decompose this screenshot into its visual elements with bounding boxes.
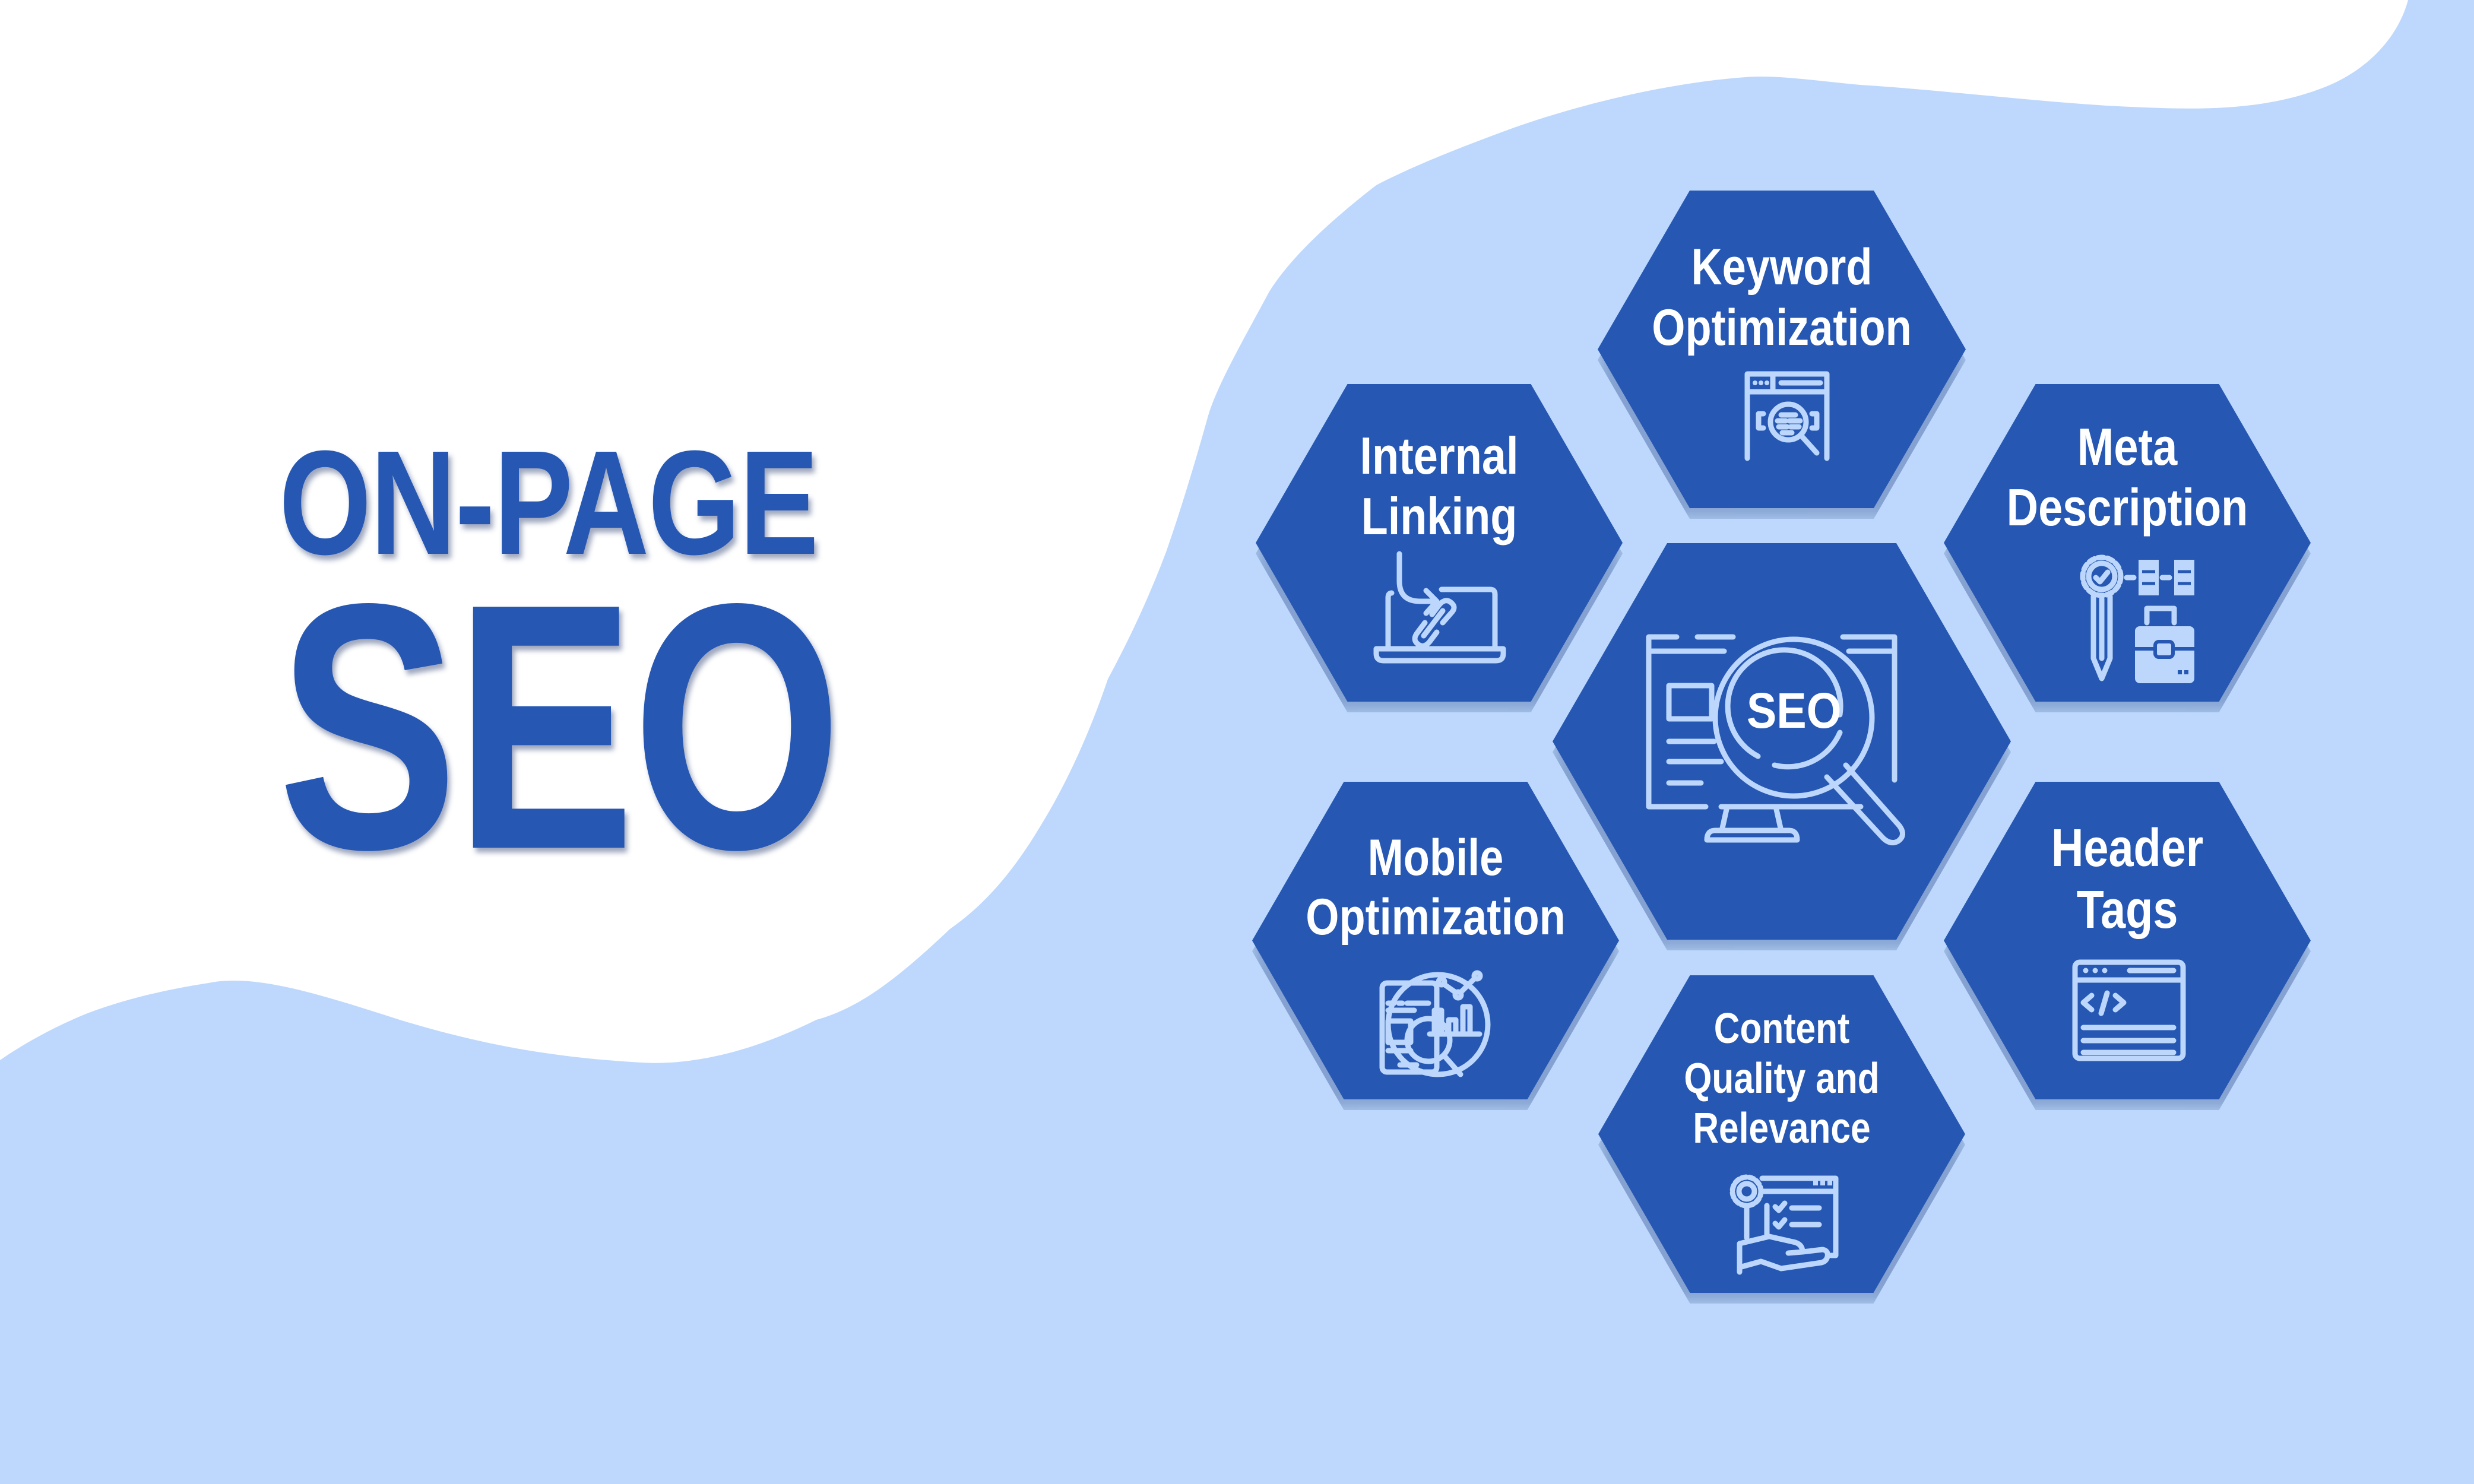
- browser-code-icon: [2072, 959, 2186, 1061]
- center-seo-label: SEO: [1746, 683, 1842, 738]
- hex-center-seo: SEO: [1553, 543, 2011, 950]
- mobile-analytics-icon: [1379, 970, 1491, 1077]
- browser-search-icon: [1744, 371, 1830, 461]
- hex-label: Meta Description: [2006, 417, 2248, 537]
- hex-label: Mobile Optimization: [1306, 829, 1566, 946]
- badge-briefcase-icon: [2079, 551, 2207, 685]
- hex-mobile-optimization: Mobile Optimization: [1252, 782, 1619, 1110]
- hex-label: Internal Linking: [1360, 426, 1519, 546]
- hex-internal-linking: Internal Linking: [1256, 384, 1623, 712]
- hand-gear-checklist-icon: [1729, 1166, 1839, 1275]
- laptop-link-icon: [1373, 551, 1506, 664]
- monitor-magnifier-icon: [1644, 629, 1920, 846]
- hex-shape: [1553, 543, 2011, 940]
- hex-label: Keyword Optimization: [1652, 239, 1912, 356]
- hex-header-tags: Header Tags: [1944, 782, 2311, 1110]
- hex-meta-description: Meta Description: [1944, 384, 2311, 712]
- hex-content-quality: Content Quality and Relevance: [1598, 975, 1965, 1304]
- hex-keyword-optimization: Keyword Optimization: [1598, 191, 1966, 519]
- hex-label: Content Quality and Relevance: [1684, 1005, 1880, 1152]
- hex-label: Header Tags: [2051, 819, 2204, 940]
